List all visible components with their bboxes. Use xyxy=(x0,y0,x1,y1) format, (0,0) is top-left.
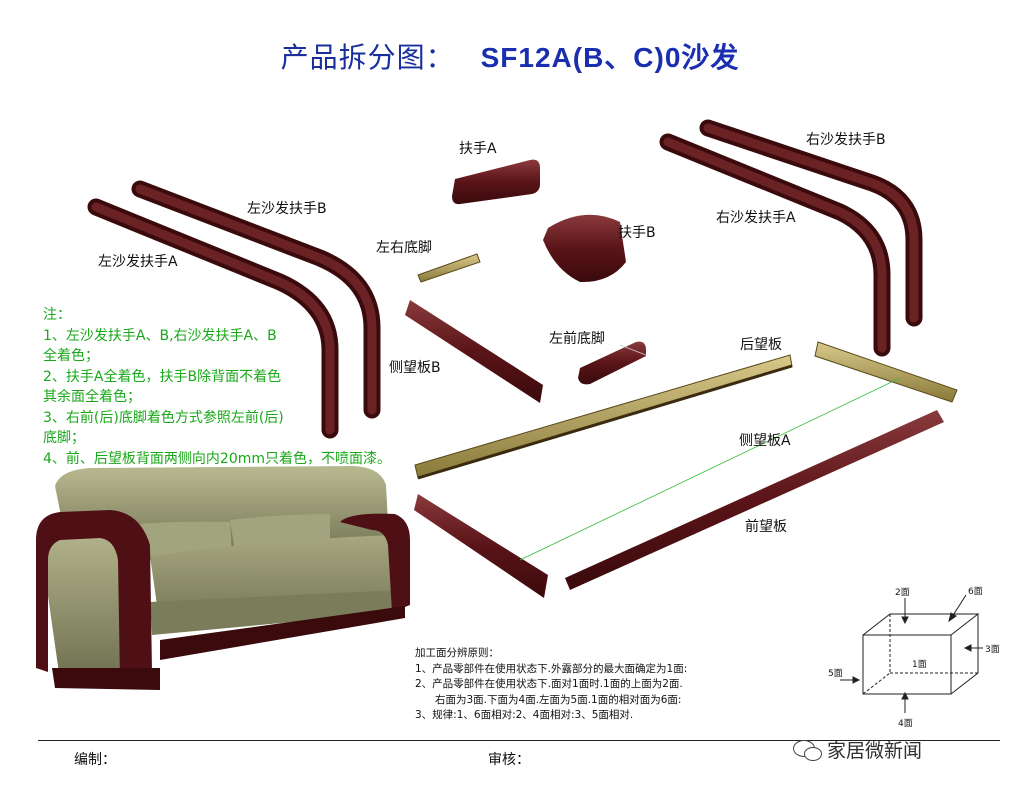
guide-line xyxy=(519,377,901,561)
rule-line: 1、产品零部件在使用状态下.外露部分的最大面确定为1面: xyxy=(415,662,688,675)
left-arm-a-part xyxy=(87,198,339,439)
rules-header: 加工面分辨原则： xyxy=(415,647,499,659)
face-rules: 加工面分辨原则： 1、产品零部件在使用状态下.外露部分的最大面确定为1面: 2、… xyxy=(415,646,687,724)
label-armrest-a: 扶手A xyxy=(459,141,497,157)
note-line: 2、扶手A全着色，扶手B除背面不着色 xyxy=(43,368,282,385)
watermark: 家居微新闻 xyxy=(793,736,922,763)
label-side-feet: 左右底脚 xyxy=(376,240,432,256)
label-side-panel-b: 侧望板B xyxy=(389,360,441,376)
cube-face-5: 5面 xyxy=(828,669,843,679)
footer-editor: 编制： xyxy=(74,752,116,768)
cube-face-1: 1面 xyxy=(912,660,927,670)
coloring-notes: 注： 1、左沙发扶手A、B,右沙发扶手A、B 全着色； 2、扶手A全着色，扶手B… xyxy=(43,305,391,469)
label-left-arm-b: 左沙发扶手B xyxy=(247,201,327,217)
notes-header: 注： xyxy=(43,307,71,323)
guide-line xyxy=(619,344,647,356)
cube-face-3: 3面 xyxy=(985,645,1000,655)
side-panel-b-part xyxy=(405,300,543,403)
side-panel-right-part xyxy=(814,341,958,403)
rule-line: 3、规律:1、6面相对:2、4面相对:3、5面相对. xyxy=(415,709,634,721)
cube-face-2: 2面 xyxy=(895,588,910,598)
back-panel-part xyxy=(414,354,793,480)
wechat-icon xyxy=(793,740,823,762)
armrest-b-part xyxy=(543,214,626,283)
note-line: 全着色； xyxy=(43,348,99,364)
page-title: 产品拆分图：SF12A(B、C)0沙发 xyxy=(280,41,740,74)
note-line: 底脚； xyxy=(43,430,85,446)
cube-face-4: 4面 xyxy=(898,719,913,729)
footer-reviewer: 审核： xyxy=(488,752,530,768)
right-arm-a-part xyxy=(659,133,891,357)
label-front-panel: 前望板 xyxy=(745,519,787,535)
label-right-arm-b: 右沙发扶手B xyxy=(806,132,886,148)
front-panel-part xyxy=(565,410,944,590)
note-line: 4、前、后望板背面两侧向内20mm只着色，不喷面漆。 xyxy=(43,450,391,467)
right-arm-b-part xyxy=(699,119,923,327)
left-front-foot-part xyxy=(578,341,646,385)
face-cube-diagram xyxy=(840,594,983,713)
rule-line: 右面为3面.下面为4面.左面为5面.1面的相对面为6面: xyxy=(435,693,682,706)
rule-line: 2、产品零部件在使用状态下.面对1面时.1面的上面为2面. xyxy=(415,678,683,690)
label-right-arm-a: 右沙发扶手A xyxy=(716,210,796,226)
armrest-a-part xyxy=(452,159,540,205)
label-armrest-b: 扶手B xyxy=(618,225,656,241)
label-left-front-foot: 左前底脚 xyxy=(549,331,605,347)
side-panel-a-part xyxy=(414,494,548,598)
sofa-render xyxy=(36,466,410,690)
side-feet-part xyxy=(417,253,481,283)
cube-face-6: 6面 xyxy=(968,587,983,597)
left-arm-b-part xyxy=(131,180,381,419)
label-side-panel-a: 侧望板A xyxy=(739,433,791,449)
label-left-arm-a: 左沙发扶手A xyxy=(98,254,178,270)
footer-divider xyxy=(38,740,1000,741)
note-line: 1、左沙发扶手A、B,右沙发扶手A、B xyxy=(43,327,277,344)
label-back-panel: 后望板 xyxy=(740,337,782,353)
note-line: 其余面全着色； xyxy=(43,389,141,405)
note-line: 3、右前(后)底脚着色方式参照左前(后) xyxy=(43,409,284,426)
